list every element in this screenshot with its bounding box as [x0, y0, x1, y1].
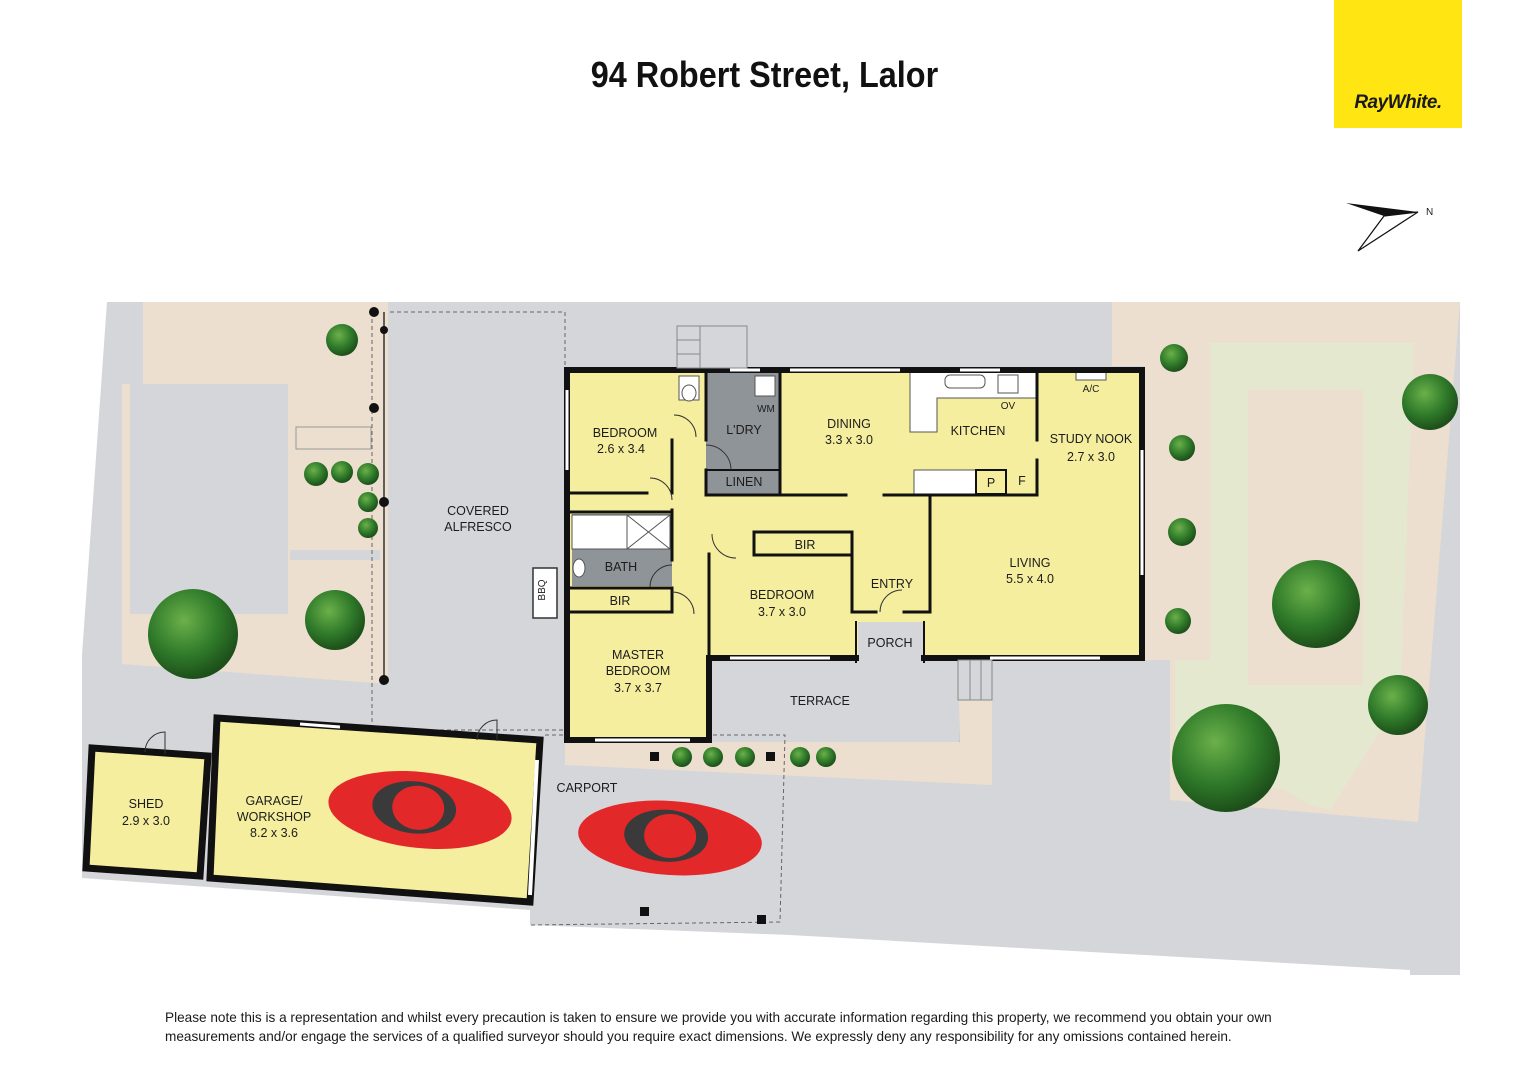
- bbq-label: BBQ: [537, 579, 548, 600]
- car-icon-carport: [578, 800, 762, 876]
- bedroom1-label: BEDROOM: [593, 426, 658, 440]
- shed-dims: 2.9 x 3.0: [122, 814, 170, 828]
- car-icon-garage: [328, 771, 512, 849]
- carport-label: CARPORT: [557, 781, 618, 795]
- raywhite-logo-text: RayWhite.: [1354, 92, 1442, 113]
- kitchen-label: KITCHEN: [951, 424, 1006, 438]
- garage-dims: 8.2 x 3.6: [250, 826, 298, 840]
- linen-label: LINEN: [726, 475, 763, 489]
- oven-label: OV: [1001, 401, 1016, 412]
- north-label: N: [1426, 207, 1433, 218]
- alfresco-label-1: COVERED: [447, 504, 509, 518]
- dining-label: DINING: [827, 417, 871, 431]
- master-label-2: BEDROOM: [606, 664, 671, 678]
- washing-machine-label: WM: [757, 404, 775, 415]
- north-arrow-icon: N: [1346, 203, 1433, 252]
- dining-dims: 3.3 x 3.0: [825, 433, 873, 447]
- porch-label: PORCH: [867, 636, 912, 650]
- study-dims: 2.7 x 3.0: [1067, 450, 1115, 464]
- bedroom2-label: BEDROOM: [750, 588, 815, 602]
- bedroom2-dims: 3.7 x 3.0: [758, 605, 806, 619]
- alfresco-label-2: ALFRESCO: [444, 520, 512, 534]
- bath-label: BATH: [605, 560, 637, 574]
- bir-master-label: BIR: [610, 594, 631, 608]
- porch-area: [858, 622, 924, 662]
- pantry-label: P: [987, 476, 995, 490]
- garage-label-1: GARAGE/: [246, 794, 303, 808]
- shed: [82, 744, 212, 880]
- garage-label-2: WORKSHOP: [237, 810, 311, 824]
- terrace-label: TERRACE: [790, 694, 850, 708]
- study-label: STUDY NOOK: [1050, 432, 1133, 446]
- room-labels: BEDROOM 2.6 x 3.4 L'DRY WM LINEN DINING …: [122, 384, 1133, 840]
- laundry-label: L'DRY: [726, 423, 762, 437]
- bedroom1-dims: 2.6 x 3.4: [597, 442, 645, 456]
- master-dims: 3.7 x 3.7: [614, 681, 662, 695]
- master-label-1: MASTER: [612, 648, 664, 662]
- tree-icons: [148, 324, 1458, 812]
- ac-label: A/C: [1083, 384, 1100, 395]
- bir-bedroom2-label: BIR: [795, 538, 816, 552]
- living-label: LIVING: [1010, 556, 1051, 570]
- fridge-label: F: [1018, 474, 1026, 488]
- shed-label: SHED: [129, 797, 164, 811]
- raywhite-logo: RayWhite.: [1334, 0, 1462, 128]
- living-dims: 5.5 x 4.0: [1006, 572, 1054, 586]
- page-title: 94 Robert Street, Lalor: [590, 54, 939, 95]
- disclaimer-text: Please note this is a representation and…: [165, 1010, 1272, 1044]
- entry-label: ENTRY: [871, 577, 914, 591]
- bbq-unit: [532, 567, 558, 619]
